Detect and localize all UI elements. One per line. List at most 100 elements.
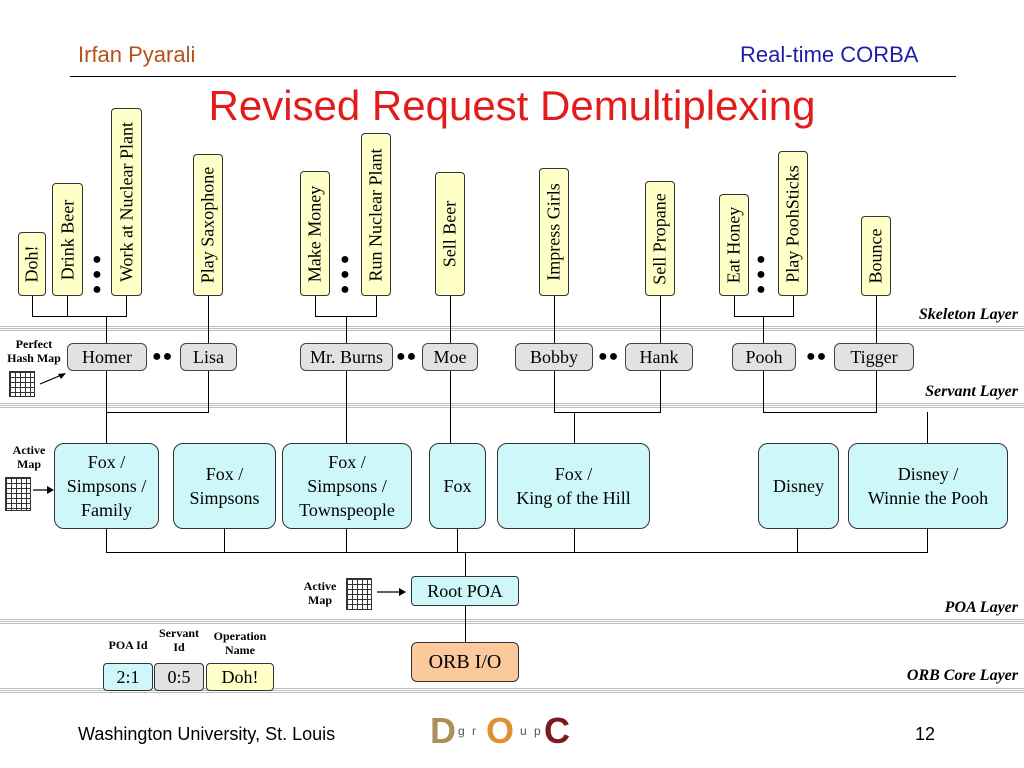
connector-line: [927, 529, 928, 552]
ellipsis-dots: ●●: [152, 348, 174, 365]
connector-line: [32, 296, 33, 316]
author-name: Irfan Pyarali: [78, 42, 196, 67]
op-sell-beer: Sell Beer: [435, 172, 465, 296]
connector-line: [346, 529, 347, 552]
connector-line: [106, 552, 928, 553]
op-make-money: Make Money: [300, 171, 330, 296]
page-title: Revised Request Demultiplexing: [208, 82, 816, 129]
connector-line: [224, 529, 225, 552]
connector-line: [126, 296, 127, 316]
poa-disney: Disney: [758, 443, 839, 529]
poa-fox-simpsons-family: Fox /Simpsons /Family: [54, 443, 159, 529]
op-sell-propane: Sell Propane: [645, 181, 675, 296]
logo-letter-o: O: [486, 710, 515, 751]
connector-line: [465, 552, 466, 576]
connector-line: [67, 296, 68, 316]
connector-line: [315, 296, 316, 316]
connector-line: [876, 371, 877, 412]
poa-layer-label: POA Layer: [944, 599, 1018, 616]
connector-line: [346, 371, 347, 443]
poa-id-value: 2:1: [103, 663, 153, 691]
connector-line: [208, 296, 209, 343]
connector-line: [927, 412, 928, 443]
poa-band: [0, 619, 1024, 624]
active-map-icon: [5, 477, 31, 511]
op-bounce: Bounce: [861, 216, 891, 296]
ellipsis-dots: ●●●: [340, 251, 350, 298]
doc-group-logo: D g r O u p C: [430, 710, 570, 751]
operation-name-value: Doh!: [206, 663, 274, 691]
servant-tigger: Tigger: [834, 343, 914, 371]
op-drink-beer: Drink Beer: [52, 183, 83, 296]
root-poa-box: Root POA: [411, 576, 519, 606]
connector-line: [450, 296, 451, 343]
poa-fox-simpsons: Fox /Simpsons: [173, 443, 276, 529]
connector-line: [554, 371, 555, 412]
servant-moe: Moe: [422, 343, 478, 371]
arrow-icon: [33, 486, 54, 494]
servant-lisa: Lisa: [180, 343, 237, 371]
connector-line: [465, 606, 466, 642]
op-play-poohsticks: Play PoohSticks: [778, 151, 808, 296]
servant-pooh: Pooh: [732, 343, 796, 371]
connector-line: [574, 529, 575, 552]
connector-line: [106, 316, 107, 343]
connector-line: [106, 412, 209, 413]
page-number: 12: [915, 724, 936, 744]
ellipsis-dots: ●●: [806, 348, 828, 365]
op-impress-girls: Impress Girls: [539, 168, 569, 296]
connector-line: [763, 316, 764, 343]
servant-layer-label: Servant Layer: [925, 383, 1018, 400]
op-run-nuclear-plant: Run Nuclear Plant: [361, 133, 391, 296]
orb-core-band: [0, 688, 1024, 693]
footer-institution: Washington University, St. Louis: [78, 724, 336, 744]
logo-letter-c: C: [544, 710, 570, 751]
connector-line: [106, 529, 107, 552]
poa-fox: Fox: [429, 443, 486, 529]
op-eat-honey: Eat Honey: [719, 194, 749, 296]
servant-band: [0, 403, 1024, 408]
topic-name: Real-time CORBA: [740, 42, 919, 67]
active-map-icon: [346, 578, 372, 610]
connector-line: [660, 371, 661, 412]
connector-line: [208, 371, 209, 412]
skeleton-layer-label: Skeleton Layer: [918, 306, 1018, 323]
logo-letter-d: D: [430, 710, 456, 751]
connector-line: [734, 296, 735, 316]
op-play-saxophone: Play Saxophone: [193, 154, 223, 296]
ellipsis-dots: ●●●: [756, 251, 766, 298]
arrow-icon: [377, 588, 406, 596]
poa-disney-winnie-the-pooh: Disney /Winnie the Pooh: [848, 443, 1008, 529]
connector-line: [763, 371, 764, 412]
servant-mr-burns: Mr. Burns: [300, 343, 393, 371]
ellipsis-dots: ●●●: [92, 251, 102, 298]
servant-id-value: 0:5: [154, 663, 204, 691]
op-doh: Doh!: [18, 232, 46, 296]
skeleton-band: [0, 326, 1024, 331]
arrow-icon: [39, 373, 66, 385]
servant-homer: Homer: [67, 343, 147, 371]
connector-line: [554, 296, 555, 343]
poa-fox-simpsons-townspeople: Fox /Simpsons /Townspeople: [282, 443, 412, 529]
connector-line: [376, 296, 377, 316]
connector-line: [450, 371, 451, 443]
header-rule: [70, 76, 956, 77]
connector-line: [734, 316, 794, 317]
connector-line: [554, 412, 661, 413]
hash-map-icon: [9, 371, 35, 397]
servant-bobby: Bobby: [515, 343, 593, 371]
poa-id-label: POA Id: [108, 638, 148, 652]
orb-io-box: ORB I/O: [411, 642, 519, 682]
poa-fox-king-of-the-hill: Fox /King of the Hill: [497, 443, 650, 529]
op-work-at-nuclear-plant: Work at Nuclear Plant: [111, 108, 142, 296]
connector-line: [660, 296, 661, 343]
connector-line: [346, 316, 347, 343]
connector-line: [793, 296, 794, 316]
orb-core-layer-label: ORB Core Layer: [906, 667, 1018, 684]
ellipsis-dots: ●●: [396, 348, 418, 365]
